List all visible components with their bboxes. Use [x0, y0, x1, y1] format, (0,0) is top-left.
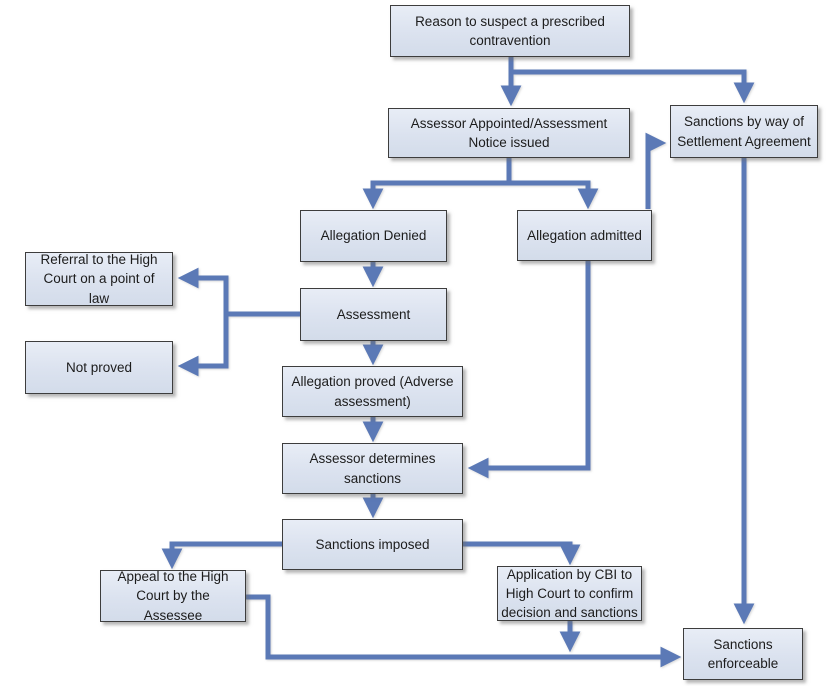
node-assessor-appointed: Assessor Appointed/Assessment Notice iss…: [388, 108, 630, 158]
node-sanctions-imposed: Sanctions imposed: [282, 519, 463, 570]
edge-assessment-to-referral: [177, 267, 300, 317]
node-allegation-admitted: Allegation admitted: [517, 210, 652, 261]
edge-assessor-appointed-to-allegation-admitted: [509, 180, 599, 210]
node-sanctions-settlement-agreement: Sanctions by way of Settlement Agreement: [670, 105, 818, 158]
node-allegation-denied: Allegation Denied: [300, 210, 447, 262]
node-sanctions-enforceable: Sanctions enforceable: [683, 628, 803, 680]
node-allegation-proved: Allegation proved (Adverse assessment): [282, 366, 463, 417]
node-assessor-determines-sanctions: Assessor determines sanctions: [282, 443, 463, 494]
edge-assessor-appointed-to-allegation-denied: [362, 158, 512, 210]
edge-sanctions-imposed-to-application-cbi: [463, 541, 581, 566]
edge-reason-to-settlement: [511, 69, 755, 104]
edge-appeal-to-sanctions-enforceable: [246, 594, 682, 668]
edge-allegation-admitted-to-assessor-determines: [467, 261, 591, 479]
node-referral-high-court: Referral to the High Court on a point of…: [25, 252, 173, 306]
node-appeal-high-court: Appeal to the High Court by the Assessee: [100, 569, 246, 623]
edge-allegation-admitted-to-settlement: [645, 132, 667, 209]
node-reason-to-suspect: Reason to suspect a prescribed contraven…: [390, 5, 630, 57]
node-application-cbi-high-court: Application by CBI to High Court to conf…: [497, 566, 642, 621]
edge-assessment-to-not-proved: [177, 314, 229, 377]
edge-sanctions-imposed-to-appeal: [161, 541, 282, 570]
node-not-proved: Not proved: [25, 341, 173, 394]
node-assessment: Assessment: [300, 288, 447, 341]
